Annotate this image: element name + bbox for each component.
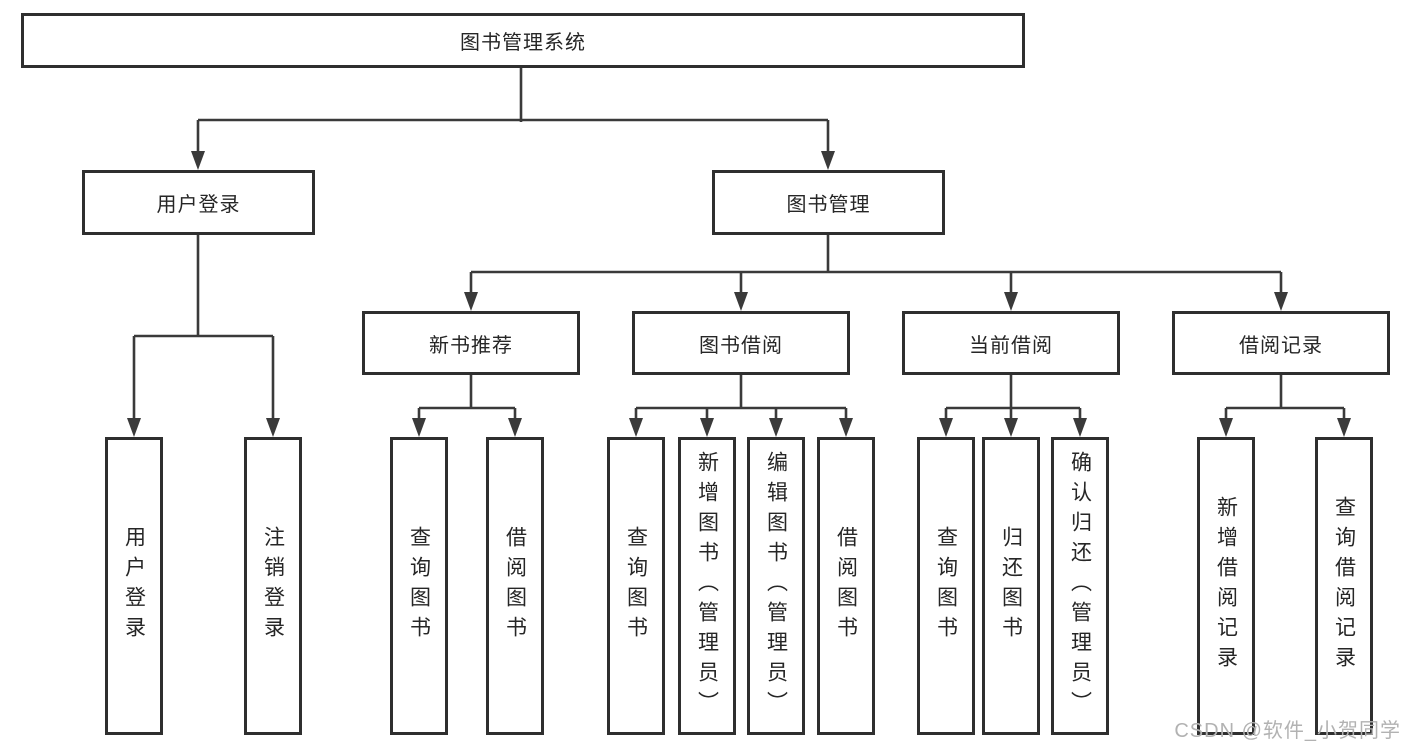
node-new-book-recommend-label: 新书推荐: [429, 334, 513, 357]
leaf-query-books-recommend-label: 查询图书: [407, 526, 431, 646]
leaf-return-book-label: 归还图书: [999, 526, 1023, 646]
leaf-user-login-label: 用户登录: [122, 526, 146, 646]
leaf-confirm-return-admin-label: 确认归还（管理员）: [1068, 451, 1092, 721]
leaf-edit-book-admin: 编辑图书（管理员）: [747, 437, 805, 735]
leaf-borrow-books-borrow: 借阅图书: [817, 437, 875, 735]
connector-user-login-to-leaves: [132, 235, 275, 422]
leaf-user-login: 用户登录: [105, 437, 163, 735]
csdn-watermark: CSDN @软件_小贺同学: [1174, 720, 1401, 742]
node-book-management-label: 图书管理: [786, 194, 871, 216]
node-borrow-records-label: 借阅记录: [1239, 334, 1323, 357]
node-current-borrow-label: 当前借阅: [969, 334, 1053, 357]
leaf-borrow-books-recommend: 借阅图书: [486, 437, 544, 735]
node-book-management: 图书管理: [712, 170, 945, 235]
leaf-logout-login-label: 注销登录: [261, 526, 285, 646]
node-root-label: 图书管理系统: [460, 32, 586, 54]
leaf-query-borrow-record-label: 查询借阅记录: [1332, 496, 1356, 676]
node-user-login-label: 用户登录: [156, 194, 241, 216]
leaf-query-books-recommend: 查询图书: [390, 437, 448, 735]
node-book-borrow-label: 图书借阅: [699, 334, 783, 357]
leaf-borrow-books-recommend-label: 借阅图书: [503, 526, 527, 646]
leaf-add-borrow-record-label: 新增借阅记录: [1214, 496, 1238, 676]
leaf-return-book: 归还图书: [982, 437, 1040, 735]
leaf-borrow-books-borrow-label: 借阅图书: [834, 526, 858, 646]
node-borrow-records: 借阅记录: [1172, 311, 1390, 375]
node-current-borrow: 当前借阅: [902, 311, 1120, 375]
leaf-edit-book-admin-label: 编辑图书（管理员）: [764, 451, 788, 721]
leaf-query-books-borrow: 查询图书: [607, 437, 665, 735]
connector-new-book-recommend-to-leaves: [417, 375, 517, 422]
leaf-query-books-current-label: 查询图书: [934, 526, 958, 646]
connector-book-borrow-to-leaves: [634, 375, 848, 422]
node-new-book-recommend: 新书推荐: [362, 311, 580, 375]
arrowheads: [127, 151, 1351, 437]
connector-book-management-to-level3: [469, 235, 1283, 296]
connector-borrow-records-to-leaves: [1224, 375, 1346, 422]
node-user-login: 用户登录: [82, 170, 315, 235]
leaf-query-books-borrow-label: 查询图书: [624, 526, 648, 646]
leaf-query-books-current: 查询图书: [917, 437, 975, 735]
leaf-logout-login: 注销登录: [244, 437, 302, 735]
connector-root-to-level2: [196, 68, 830, 155]
node-book-borrow: 图书借阅: [632, 311, 850, 375]
leaf-add-book-admin-label: 新增图书（管理员）: [695, 451, 719, 721]
leaf-add-book-admin: 新增图书（管理员）: [678, 437, 736, 735]
leaf-add-borrow-record: 新增借阅记录: [1197, 437, 1255, 735]
node-root: 图书管理系统: [21, 13, 1025, 68]
connector-current-borrow-to-leaves: [944, 375, 1082, 422]
leaf-confirm-return-admin: 确认归还（管理员）: [1051, 437, 1109, 735]
leaf-query-borrow-record: 查询借阅记录: [1315, 437, 1373, 735]
